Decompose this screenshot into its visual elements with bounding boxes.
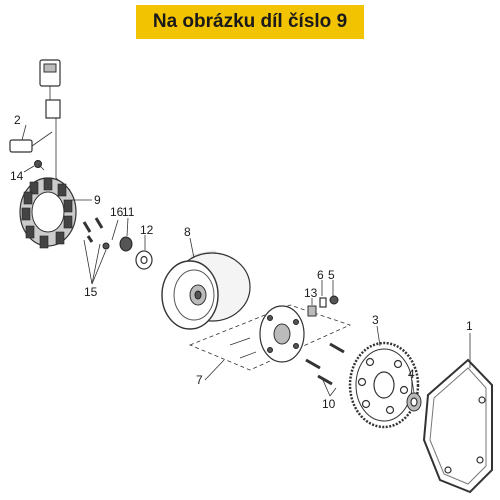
- callout-9: 9: [94, 193, 101, 207]
- roller-part-13: [307, 305, 317, 317]
- callout-5: 5: [328, 268, 335, 282]
- callout-1: 1: [466, 319, 473, 333]
- callout-10: 10: [322, 397, 336, 411]
- callout-16: 16: [110, 205, 124, 219]
- screw-part-14: [34, 160, 45, 171]
- callout-4: 4: [408, 367, 415, 381]
- callout-13: 13: [304, 286, 318, 300]
- callout-12: 12: [140, 223, 154, 237]
- callout-2: 2: [14, 113, 21, 127]
- driven-gear-part-3: [348, 341, 420, 429]
- flywheel-part-8: [161, 250, 251, 330]
- callout-11: 11: [122, 205, 135, 219]
- bolts-part-10: [305, 342, 345, 386]
- callout-8: 8: [184, 225, 191, 239]
- stator-coil-part-9: [19, 177, 77, 249]
- wire-harness: [39, 59, 71, 191]
- spring-part-6: [319, 297, 327, 308]
- clutch-assembly-frame-part-7: [188, 304, 352, 371]
- pickup-sensor-part-2: [9, 131, 53, 153]
- bolts-part-15: [82, 217, 110, 250]
- bearing-part-4: [406, 392, 422, 412]
- title-banner: Na obrázku díl číslo 9: [136, 5, 364, 39]
- callout-3: 3: [372, 313, 379, 327]
- banner-title: Na obrázku díl číslo 9: [152, 11, 348, 32]
- callout-6: 6: [317, 268, 324, 282]
- callout-7: 7: [196, 373, 203, 387]
- cap-part-5: [329, 295, 339, 305]
- callout-14: 14: [10, 169, 24, 183]
- nut-part-11: [119, 236, 133, 252]
- washer-part-12: [135, 250, 153, 270]
- callout-labels: 1 2 3 4 5 6 7 8 9 10 11 12 13 14 15 16: [10, 113, 473, 411]
- gasket-part-1: [422, 358, 493, 494]
- callout-15: 15: [84, 285, 98, 299]
- leader-lines: [21, 124, 471, 397]
